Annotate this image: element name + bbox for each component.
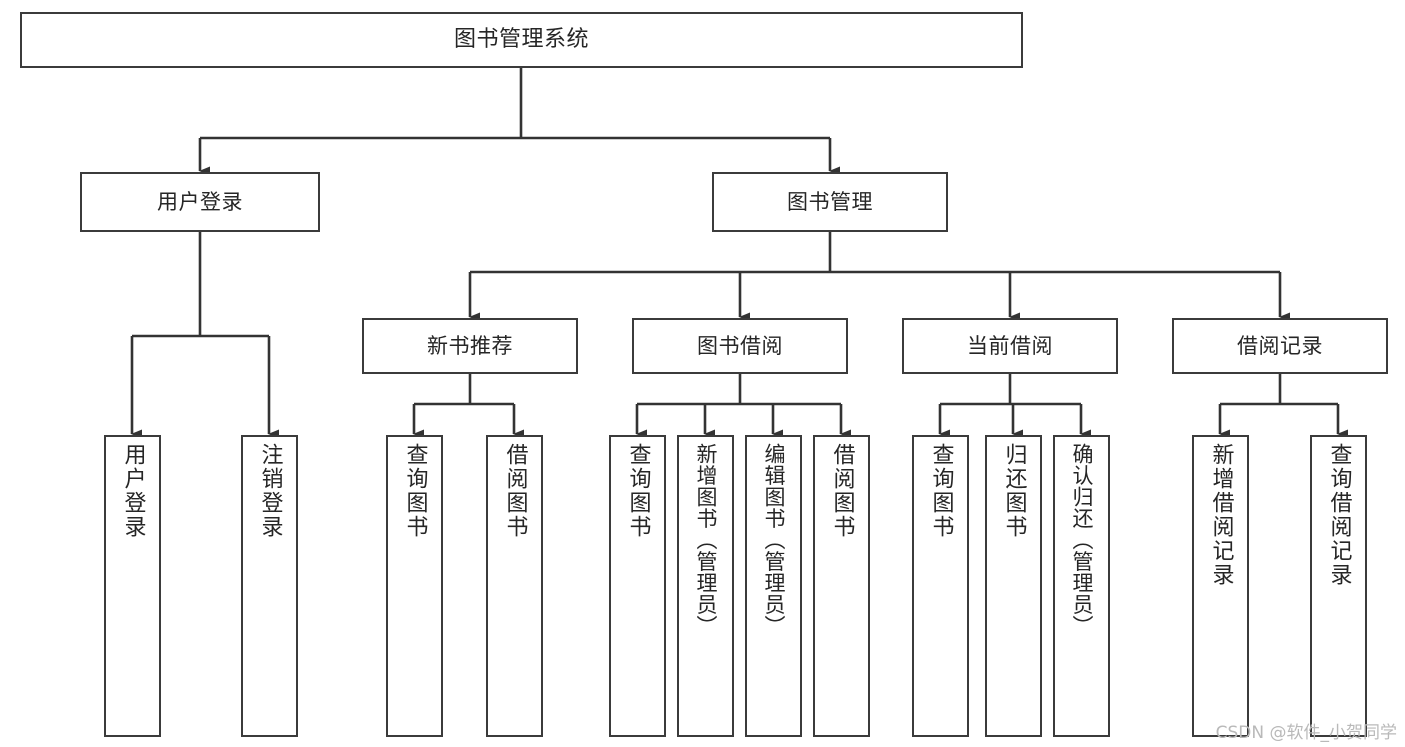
level2-node-2-label: 图书借阅 [697,333,783,358]
connector-lines [130,68,1348,439]
root-node-book-management-system-label: 图书管理系统 [453,27,589,53]
level1-node-1-label: 用户登录 [157,189,243,214]
level2-node-3[interactable]: 当前借阅 [902,318,1118,374]
leaf-node-12-label: 新增借阅记录 [1208,443,1234,587]
level2-node-1[interactable]: 新书推荐 [362,318,578,374]
leaf-node-10-label: 归还图书 [1001,443,1027,539]
leaf-node-10[interactable]: 归还图书 [985,435,1042,737]
leaf-node-11-label: 确认归还（管理员） [1070,443,1094,637]
leaf-node-6-label: 新增图书（管理员） [694,443,718,637]
level2-node-4[interactable]: 借阅记录 [1172,318,1388,374]
level2-node-3-label: 当前借阅 [967,333,1053,358]
leaf-node-7-label: 编辑图书（管理员） [762,443,786,637]
leaf-node-8[interactable]: 借阅图书 [813,435,870,737]
leaf-node-1-label: 用户登录 [120,443,146,539]
leaf-node-13[interactable]: 查询借阅记录 [1310,435,1367,737]
watermark-text: CSDN @软件_小贺同学 [1215,723,1397,743]
leaf-node-12[interactable]: 新增借阅记录 [1192,435,1249,737]
leaf-node-4[interactable]: 借阅图书 [486,435,543,737]
leaf-node-4-label: 借阅图书 [502,443,528,539]
level1-node-1[interactable]: 用户登录 [80,172,320,232]
root-node-book-management-system[interactable]: 图书管理系统 [20,12,1023,68]
level2-node-4-label: 借阅记录 [1237,333,1323,358]
leaf-node-11[interactable]: 确认归还（管理员） [1053,435,1110,737]
leaf-node-13-label: 查询借阅记录 [1326,443,1352,587]
leaf-node-7[interactable]: 编辑图书（管理员） [745,435,802,737]
level2-node-1-label: 新书推荐 [427,333,513,358]
leaf-node-2[interactable]: 注销登录 [241,435,298,737]
leaf-node-3[interactable]: 查询图书 [386,435,443,737]
leaf-node-2-label: 注销登录 [257,443,283,539]
leaf-node-6[interactable]: 新增图书（管理员） [677,435,734,737]
leaf-node-8-label: 借阅图书 [829,443,855,539]
leaf-node-9[interactable]: 查询图书 [912,435,969,737]
leaf-node-9-label: 查询图书 [928,443,954,539]
level1-node-2-label: 图书管理 [787,189,873,214]
leaf-node-3-label: 查询图书 [402,443,428,539]
level2-node-2[interactable]: 图书借阅 [632,318,848,374]
leaf-node-1[interactable]: 用户登录 [104,435,161,737]
level1-node-2[interactable]: 图书管理 [712,172,948,232]
leaf-node-5[interactable]: 查询图书 [609,435,666,737]
leaf-node-5-label: 查询图书 [625,443,651,539]
